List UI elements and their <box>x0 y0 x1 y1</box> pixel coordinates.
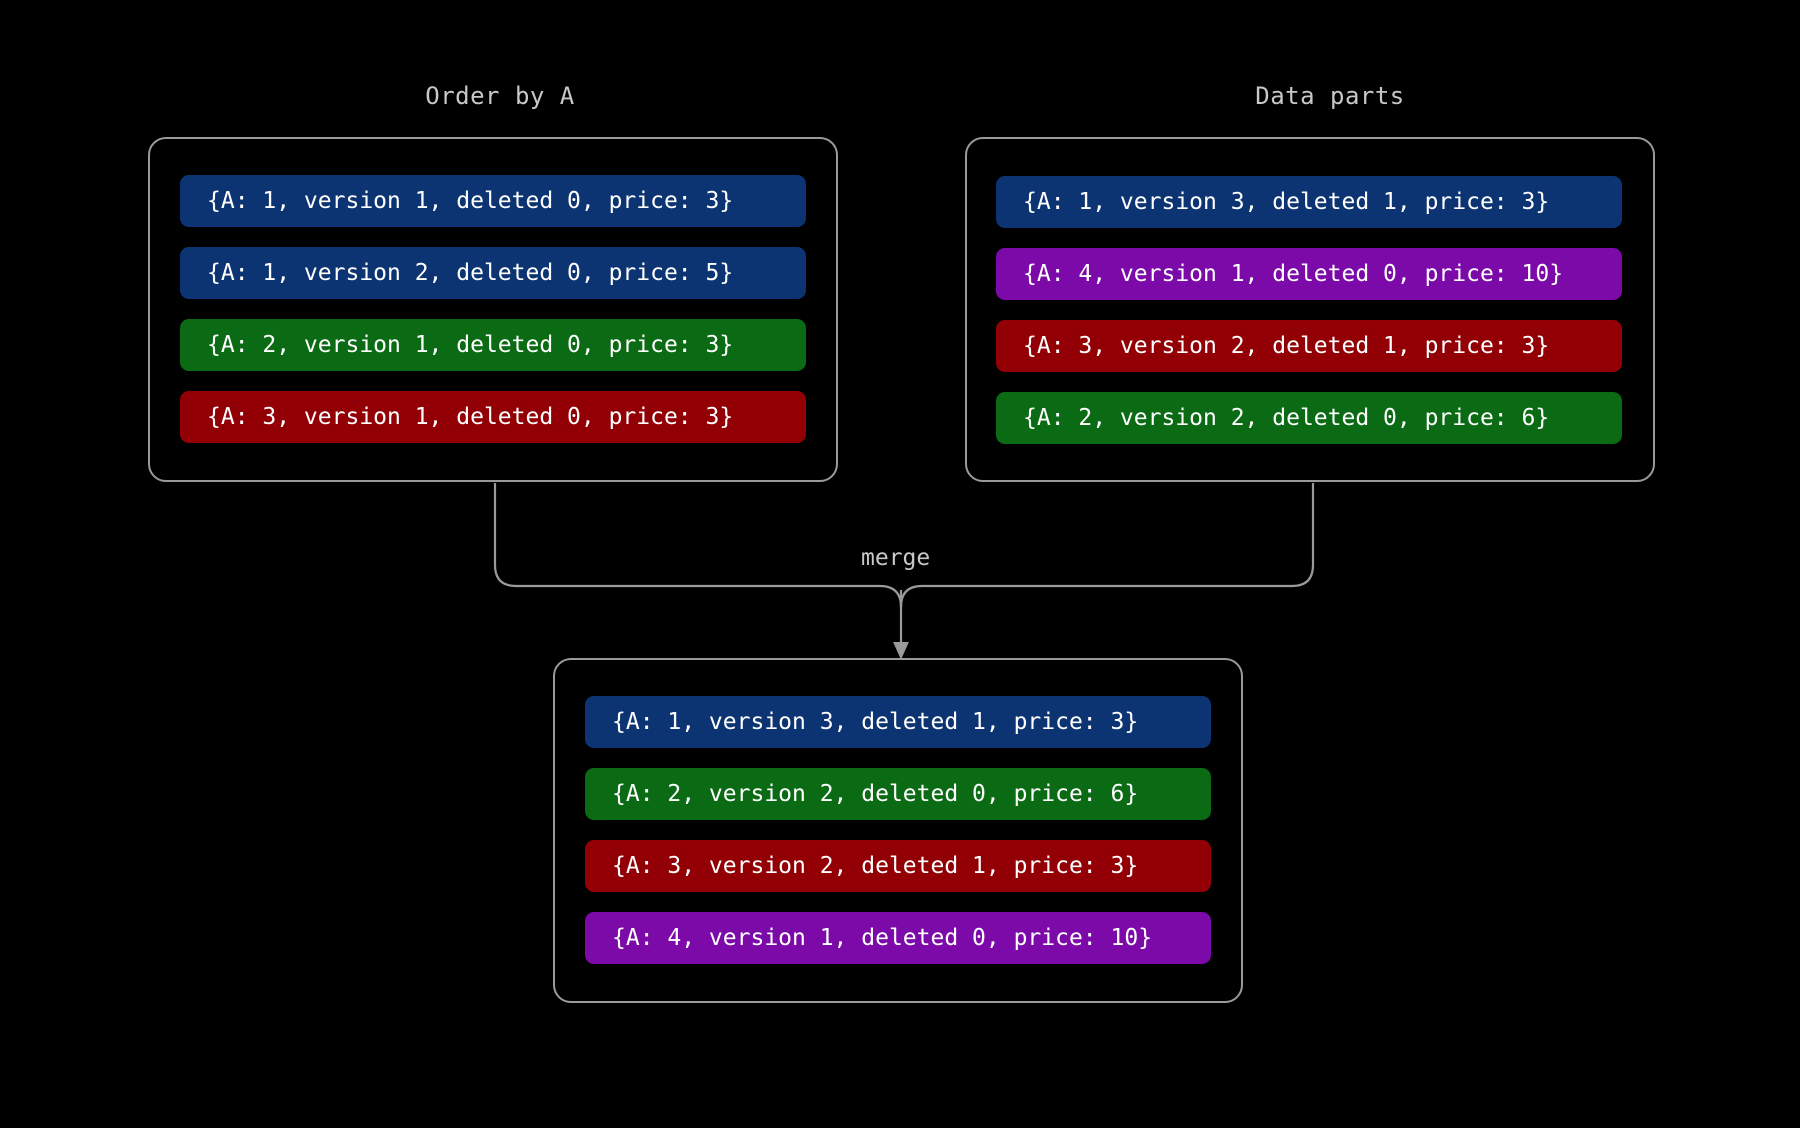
list-item[interactable]: {A: 1, version 3, deleted 1, price: 3} <box>585 696 1211 748</box>
row-list-merged-result: {A: 1, version 3, deleted 1, price: 3} {… <box>585 696 1211 964</box>
list-item[interactable]: {A: 2, version 1, deleted 0, price: 3} <box>180 319 806 371</box>
row-list-order-by-a: {A: 1, version 1, deleted 0, price: 3} {… <box>180 175 806 443</box>
row-list-data-parts: {A: 1, version 3, deleted 1, price: 3} {… <box>996 176 1622 444</box>
list-item[interactable]: {A: 1, version 1, deleted 0, price: 3} <box>180 175 806 227</box>
panel-title-data-parts: Data parts <box>1255 82 1405 110</box>
panel-merged-result <box>553 658 1243 1003</box>
list-item[interactable]: {A: 1, version 3, deleted 1, price: 3} <box>996 176 1622 228</box>
list-item[interactable]: {A: 4, version 1, deleted 0, price: 10} <box>996 248 1622 300</box>
list-item[interactable]: {A: 4, version 1, deleted 0, price: 10} <box>585 912 1211 964</box>
list-item[interactable]: {A: 3, version 2, deleted 1, price: 3} <box>585 840 1211 892</box>
list-item[interactable]: {A: 3, version 1, deleted 0, price: 3} <box>180 391 806 443</box>
merge-label: merge <box>861 545 931 571</box>
panel-order-by-a <box>148 137 838 482</box>
list-item[interactable]: {A: 2, version 2, deleted 0, price: 6} <box>996 392 1622 444</box>
list-item[interactable]: {A: 1, version 2, deleted 0, price: 5} <box>180 247 806 299</box>
panel-data-parts <box>965 137 1655 482</box>
list-item[interactable]: {A: 2, version 2, deleted 0, price: 6} <box>585 768 1211 820</box>
panel-title-order-by-a: Order by A <box>425 82 575 110</box>
list-item[interactable]: {A: 3, version 2, deleted 1, price: 3} <box>996 320 1622 372</box>
